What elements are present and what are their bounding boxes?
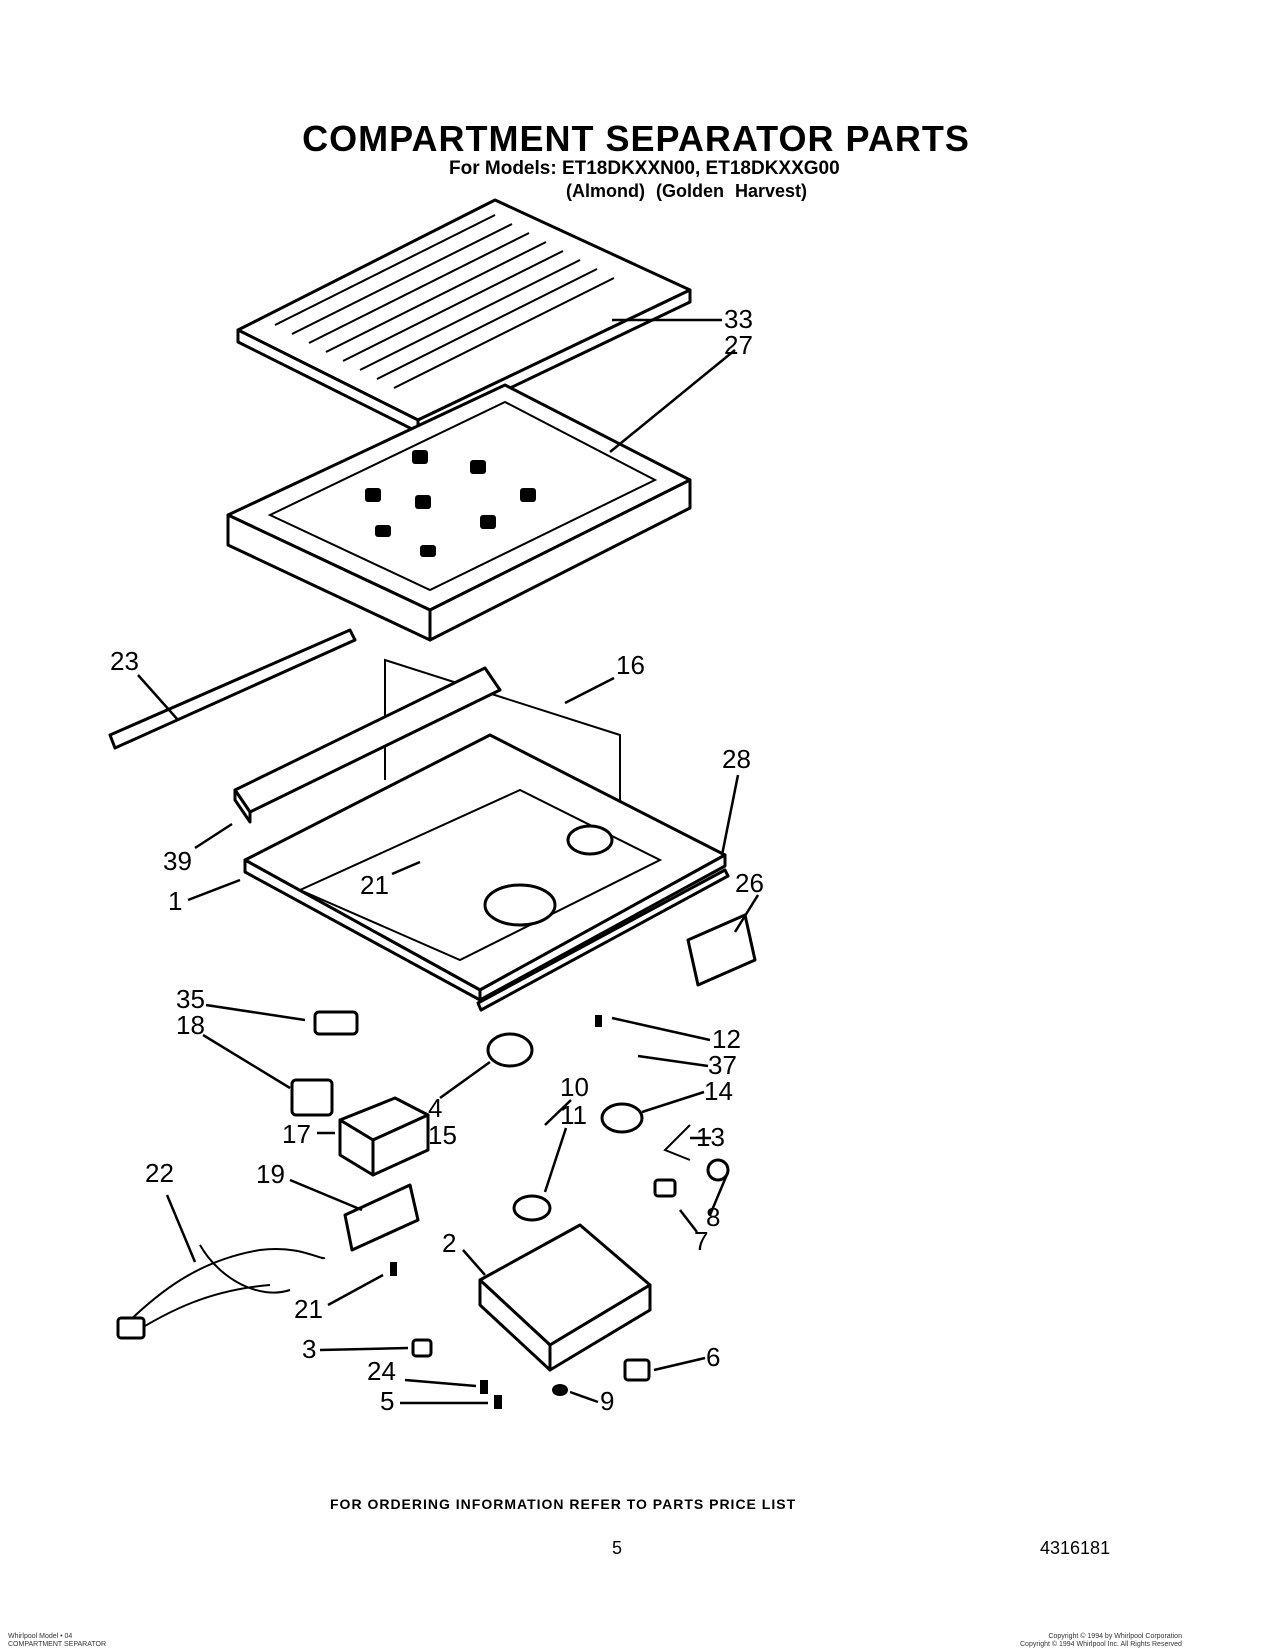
diagram-title: COMPARTMENT SEPARATOR PARTS — [302, 118, 970, 159]
page-number: 5 — [612, 1538, 623, 1558]
callout-37: 37 — [708, 1050, 737, 1080]
callout-21-upper: 21 — [360, 870, 389, 900]
part-5-screw — [494, 1395, 502, 1409]
callout-39: 39 — [163, 846, 192, 876]
callout-23: 23 — [110, 646, 139, 676]
callout-6: 6 — [706, 1342, 720, 1372]
part-8-lamp — [706, 1158, 730, 1182]
ordering-note: FOR ORDERING INFORMATION REFER TO PARTS … — [330, 1496, 797, 1512]
callout-4: 4 — [428, 1093, 442, 1123]
callout-12: 12 — [712, 1024, 741, 1054]
callout-14: 14 — [704, 1076, 733, 1106]
callout-33: 33 — [724, 304, 753, 334]
part-1-separator-panel — [243, 733, 727, 1002]
part-18-cover — [290, 1078, 334, 1117]
part-33-cover-grille — [236, 198, 692, 434]
callout-13: 13 — [696, 1122, 725, 1152]
part-19-control-bracket — [343, 1183, 420, 1252]
part-22-wire-harness — [116, 1244, 326, 1340]
part-4-knob — [486, 1032, 534, 1068]
callout-9: 9 — [600, 1386, 614, 1416]
part-7-socket — [653, 1178, 677, 1198]
part-2-base-housing — [478, 1223, 652, 1372]
part-13-clip — [663, 1124, 691, 1161]
part-6-connector — [623, 1358, 651, 1382]
document-number: 4316181 — [1040, 1538, 1111, 1558]
callout-7: 7 — [694, 1226, 708, 1256]
part-17-housing — [338, 1096, 430, 1177]
fine-print-right-line2: Copyright © 1994 Whirlpool Inc. All Righ… — [1020, 1641, 1182, 1648]
model-colors: (Almond) (Golden Harvest) — [566, 181, 808, 201]
callout-26: 26 — [735, 868, 764, 898]
callout-3: 3 — [302, 1334, 316, 1364]
callout-21-lower: 21 — [294, 1294, 323, 1324]
callout-16: 16 — [616, 650, 645, 680]
fine-print-right: Copyright © 1994 by Whirlpool Corporatio… — [1020, 1633, 1182, 1649]
leader-lines — [137, 318, 760, 1405]
part-3-clip — [411, 1338, 433, 1358]
part-26-tape — [686, 913, 757, 987]
part-39-bracket — [233, 666, 502, 824]
part-28-strip — [476, 868, 730, 1012]
callout-1: 1 — [168, 886, 182, 916]
callout-18: 18 — [176, 1010, 205, 1040]
callout-5: 5 — [380, 1386, 394, 1416]
part-23-trim-strip — [108, 628, 357, 750]
part-11-disc — [512, 1194, 552, 1222]
callout-28: 28 — [722, 744, 751, 774]
callout-2: 2 — [442, 1228, 456, 1258]
callout-24: 24 — [367, 1356, 396, 1386]
part-14-ring — [600, 1102, 644, 1134]
callout-15: 15 — [428, 1120, 457, 1150]
callout-27: 27 — [724, 330, 753, 360]
model-numbers: For Models: ET18DKXXN00, ET18DKXXG00 — [449, 158, 840, 179]
callout-35: 35 — [176, 984, 205, 1014]
part-9-nut — [552, 1384, 568, 1396]
part-27-frame-tray — [226, 383, 692, 642]
fine-print-left-line1: Whirlpool Model • 04 — [8, 1633, 73, 1640]
fine-print-left-line2: COMPARTMENT SEPARATOR — [8, 1641, 107, 1648]
part-24-screw — [480, 1380, 488, 1394]
fine-print-right-line1: Copyright © 1994 by Whirlpool Corporatio… — [1048, 1633, 1182, 1640]
callout-17: 17 — [282, 1119, 311, 1149]
part-12-screw — [595, 1015, 602, 1027]
part-35-sensor — [313, 1010, 359, 1036]
fine-print-left: Whirlpool Model • 04 COMPARTMENT SEPARAT… — [8, 1633, 106, 1649]
part-21-screw-lower — [390, 1262, 397, 1276]
callout-8: 8 — [706, 1202, 720, 1232]
callout-11: 11 — [560, 1100, 587, 1130]
callout-19: 19 — [256, 1159, 285, 1189]
callout-10: 10 — [560, 1072, 589, 1102]
callout-22: 22 — [145, 1158, 174, 1188]
